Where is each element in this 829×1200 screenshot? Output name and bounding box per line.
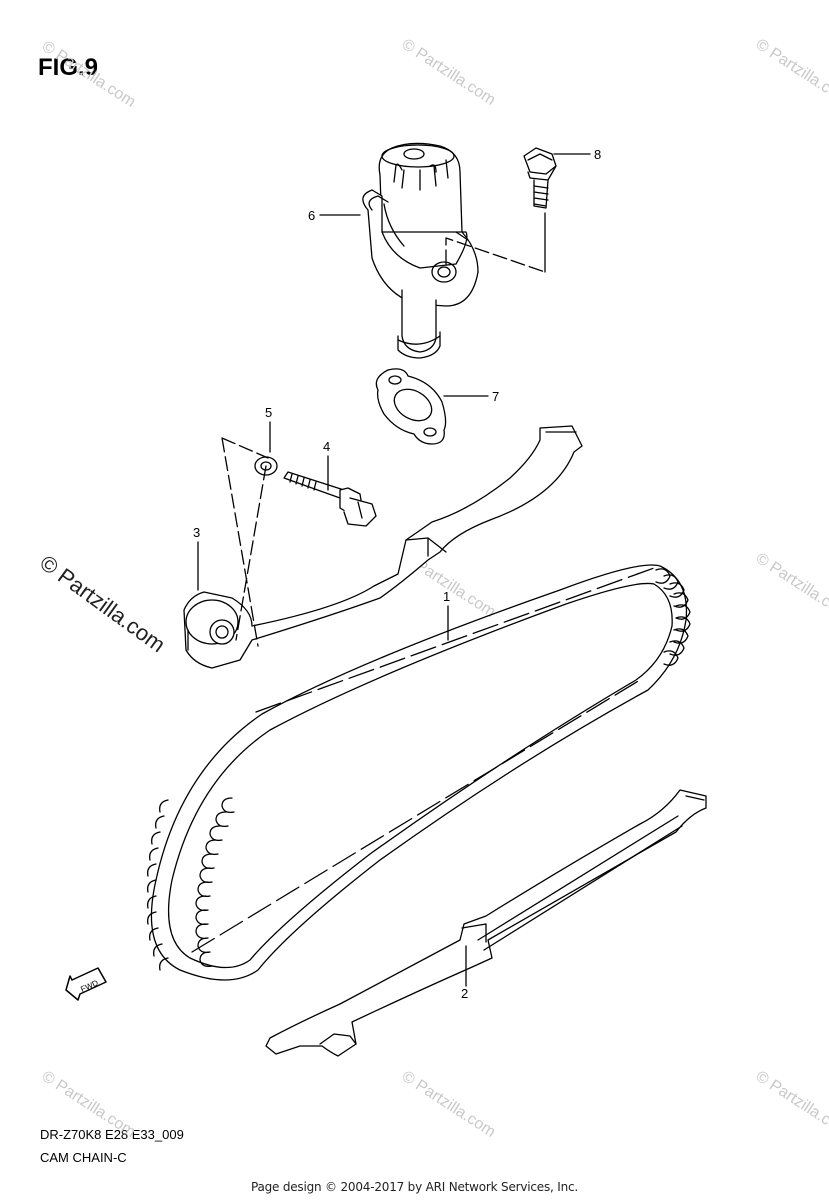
section-name: CAM CHAIN-C [40,1150,127,1165]
page-footer: Page design © 2004-2017 by ARI Network S… [250,1180,579,1194]
part-2-chain-guide[interactable] [265,789,707,1057]
model-code: DR-Z70K8 E28 E33_009 [40,1127,184,1142]
callout-3: 3 [193,525,200,540]
callout-4: 4 [323,439,330,454]
callout-5: 5 [265,405,272,420]
part-8-bolt[interactable] [523,147,557,273]
part-4-bolt[interactable] [283,471,377,527]
callout-1: 1 [443,589,450,604]
callout-6: 6 [308,208,315,223]
callout-8: 8 [594,147,601,162]
part-7-gasket[interactable] [375,368,447,445]
callout-2: 2 [461,986,468,1001]
callout-7: 7 [492,389,499,404]
part-3-tensioner-arm[interactable] [183,425,583,669]
fwd-arrow-icon: FWD [65,967,107,1001]
part-6-tensioner[interactable] [362,142,479,359]
figure-title: FIG.9 [38,54,99,81]
part-1-cam-chain[interactable] [147,564,691,981]
